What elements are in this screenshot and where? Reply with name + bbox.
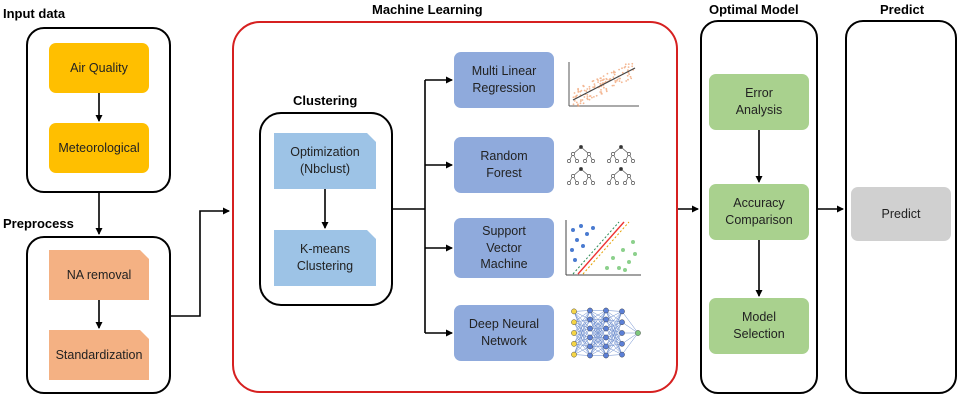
standardization-box: Standardization bbox=[49, 330, 149, 380]
svm-box: Support Vector Machine bbox=[454, 218, 554, 278]
scatter-regression-icon bbox=[568, 62, 639, 107]
dnn-box: Deep Neural Network bbox=[454, 305, 554, 361]
predict-box: Predict bbox=[851, 187, 951, 241]
input-data-heading: Input data bbox=[3, 6, 66, 21]
error-analysis-box: Error Analysis bbox=[709, 74, 809, 130]
na-removal-box: NA removal bbox=[49, 250, 149, 300]
kmeans-box: K-means Clustering bbox=[274, 230, 376, 286]
rf-box: Random Forest bbox=[454, 137, 554, 193]
preprocess-heading: Preprocess bbox=[3, 216, 74, 231]
model-selection-box: Model Selection bbox=[709, 298, 809, 354]
air-quality-box: Air Quality bbox=[49, 43, 149, 93]
optimal-model-heading: Optimal Model bbox=[709, 2, 799, 17]
tree-ensemble-icon bbox=[567, 145, 635, 185]
accuracy-comparison-box: Accuracy Comparison bbox=[709, 184, 809, 240]
neural-network-icon bbox=[571, 307, 641, 359]
clustering-heading: Clustering bbox=[293, 93, 358, 108]
meteorological-box: Meteorological bbox=[49, 123, 149, 173]
predict-heading: Predict bbox=[880, 2, 925, 17]
arrow-preprocess-to-ml bbox=[171, 207, 230, 317]
machine-learning-heading: Machine Learning bbox=[372, 2, 483, 17]
svm-margin-icon bbox=[565, 220, 641, 276]
mlr-box: Multi Linear Regression bbox=[454, 52, 554, 108]
optimization-box: Optimization (Nbclust) bbox=[274, 133, 376, 189]
